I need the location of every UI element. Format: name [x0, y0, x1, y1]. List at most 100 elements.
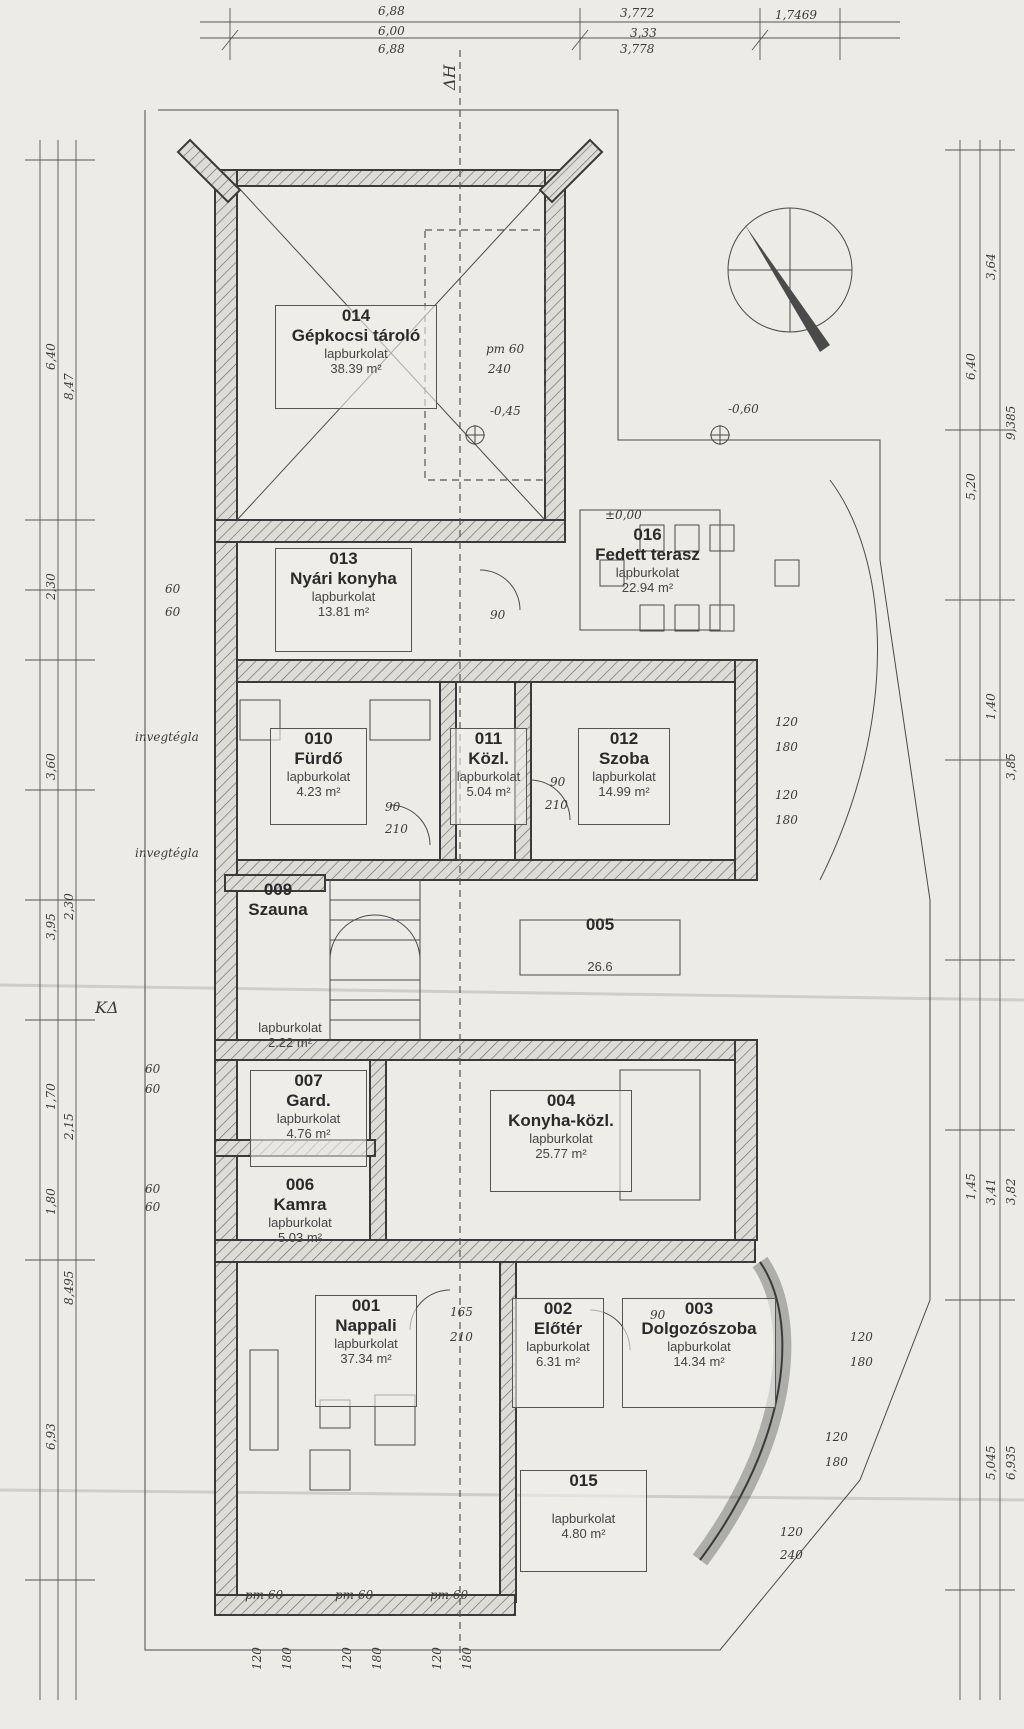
dim-text: 6,40	[44, 343, 58, 370]
room-name: Gard.	[286, 1091, 331, 1110]
garage-south-wall	[214, 519, 566, 543]
room-floor: lapburkolat	[615, 565, 680, 580]
left-dimension-lines	[25, 140, 95, 1700]
room-009: 009 Szauna	[238, 880, 318, 940]
opening-dim: 120	[250, 1647, 264, 1670]
room-012: 012 Szoba lapburkolat 14.99 m²	[578, 728, 670, 825]
dim-text: 3,64	[984, 253, 998, 280]
opening-dim: 165	[450, 1305, 473, 1319]
opening-dim: 120	[340, 1647, 354, 1670]
opening-dim: 240	[488, 362, 511, 376]
room-area: 5.04 m²	[466, 784, 511, 799]
top-dimension-lines	[200, 8, 900, 60]
room-name: Szauna	[248, 900, 308, 919]
opening-dim: 210	[545, 798, 568, 812]
opening-dim: pm 60	[335, 1588, 374, 1602]
terrace-chairs	[599, 524, 800, 632]
opening-dim: 180	[850, 1355, 873, 1369]
dim-text: 9,385	[1004, 405, 1018, 440]
room-area: 13.81 m²	[317, 604, 370, 619]
room-floor: lapburkolat	[592, 769, 656, 784]
room-name: Nyári konyha	[290, 569, 397, 588]
wall-h-1240	[214, 1239, 756, 1263]
opening-dim: 60	[145, 1062, 161, 1076]
opening-dim: 210	[450, 1330, 473, 1344]
room-area: 4.23 m²	[296, 784, 341, 799]
opening-dim: pm 60	[245, 1588, 284, 1602]
room-name	[521, 1491, 646, 1511]
room-floor: lapburkolat	[529, 1131, 593, 1146]
level-label: -0,45	[490, 404, 521, 418]
opening-dim: 60	[165, 605, 181, 619]
right-dimension-lines	[945, 140, 1015, 1700]
terrace-curve	[819, 479, 878, 881]
room-number: 012	[609, 729, 639, 748]
terrace-table-outline	[579, 509, 721, 631]
room-number: 002	[543, 1299, 573, 1318]
bathtub	[239, 699, 281, 741]
room-003: 003 Dolgozószoba lapburkolat 14.34 m²	[622, 1298, 776, 1408]
opening-dim: 120	[780, 1525, 803, 1539]
room-floor: lapburkolat	[667, 1339, 731, 1354]
dim-text: 3,95	[44, 913, 58, 940]
opening-dim: pm 60	[430, 1588, 469, 1602]
dim-text: 6,88	[378, 42, 405, 56]
west-wall-lower	[214, 541, 238, 1603]
door-swing	[529, 779, 571, 821]
eave-outline	[144, 109, 931, 1651]
dim-text: 3,82	[1004, 1178, 1018, 1205]
room-name: Fedett terasz	[595, 545, 700, 564]
room-number: 014	[341, 306, 371, 325]
room-name: Konyha-közl.	[508, 1111, 614, 1130]
dim-text: 6,88	[378, 4, 405, 18]
opening-dim: 120	[775, 788, 798, 802]
room-name: Kamra	[273, 1195, 327, 1214]
room-number: 009	[263, 880, 293, 899]
garage-north-wall	[214, 169, 566, 187]
room-area: 6.31 m²	[535, 1354, 581, 1369]
dim-text: 1,45	[964, 1173, 978, 1200]
room-number: 003	[684, 1299, 714, 1318]
opening-dim: 120	[825, 1430, 848, 1444]
room-area: 14.34 m²	[673, 1354, 725, 1369]
dim-text: 3,778	[620, 42, 655, 56]
opening-dim: 240	[780, 1548, 803, 1562]
room-002: 002 Előtér lapburkolat 6.31 m²	[512, 1298, 604, 1408]
room-006: 006 Kamra lapburkolat 5.03 m²	[250, 1175, 350, 1270]
sofa	[249, 1349, 279, 1451]
dim-text: 3,60	[44, 753, 58, 780]
dim-text: 5,045	[984, 1445, 998, 1480]
room-floor: lapburkolat	[258, 1020, 322, 1035]
wall-h-660	[214, 659, 756, 683]
room-area: 22.94 m²	[621, 580, 674, 595]
room-number: 010	[304, 729, 333, 748]
washbasin	[369, 699, 431, 741]
door-swing	[479, 569, 521, 611]
dim-text: 2,30	[62, 893, 76, 920]
dim-text: 6,00	[378, 24, 405, 38]
room-area: 5.03 m²	[277, 1230, 323, 1245]
section-marker-k: KΔ	[95, 998, 119, 1017]
kitchen-island	[619, 1069, 701, 1201]
room-area: 4.76 m²	[286, 1126, 331, 1141]
room-floor: lapburkolat	[456, 769, 521, 784]
opening-dim: 90	[550, 775, 566, 789]
opening-dim: 60	[145, 1182, 161, 1196]
dim-text: 3,33	[630, 26, 657, 40]
opening-dim: 120	[850, 1330, 873, 1344]
room-name: Dolgozószoba	[641, 1319, 757, 1338]
dim-text: 6,935	[1004, 1445, 1018, 1480]
dim-text: 1,80	[44, 1188, 58, 1215]
room-number: 015	[569, 1471, 598, 1490]
dim-text: 3,772	[620, 6, 655, 20]
room-name: Szoba	[598, 749, 650, 768]
east-wall-lower	[734, 1039, 758, 1241]
room-floor: lapburkolat	[286, 769, 351, 784]
room-number: 005	[585, 915, 615, 934]
room-floor: lapburkolat	[311, 589, 376, 604]
room-016: 016 Fedett terasz lapburkolat 22.94 m²	[580, 525, 715, 625]
room-floor: lapburkolat	[334, 1336, 398, 1351]
room-floor: lapburkolat	[268, 1215, 332, 1230]
room-floor: lapburkolat	[551, 1511, 616, 1526]
